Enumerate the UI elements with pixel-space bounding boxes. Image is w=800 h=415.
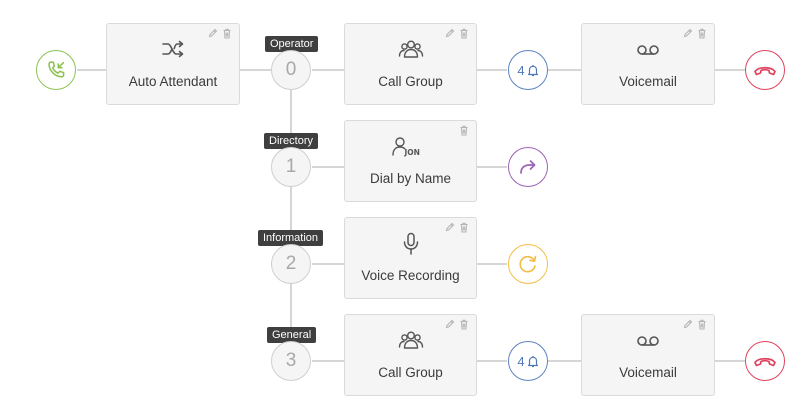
delete-icon[interactable] (697, 28, 707, 39)
node-label: Call Group (378, 365, 443, 380)
ring-count-badge[interactable]: 4 (508, 50, 548, 90)
group-icon (345, 329, 476, 351)
group-icon (345, 38, 476, 60)
hang-up-icon (745, 341, 785, 381)
voicemail-node[interactable]: Voicemail (581, 314, 715, 396)
node-label: Voice Recording (361, 268, 460, 283)
edit-icon[interactable] (445, 222, 455, 233)
delete-icon[interactable] (697, 319, 707, 330)
node-label: Call Group (378, 74, 443, 89)
bell-icon (527, 355, 539, 368)
menu-option-1[interactable]: 1 (271, 147, 311, 187)
edit-icon[interactable] (683, 319, 693, 330)
dial-by-name-icon-text: JON (403, 148, 419, 157)
dial-by-name-node[interactable]: JON Dial by Name (344, 120, 477, 202)
voicemail-node[interactable]: Voicemail (581, 23, 715, 105)
ring-count: 4 (517, 62, 525, 78)
option-tag-operator: Operator (265, 36, 319, 52)
edit-icon[interactable] (445, 319, 455, 330)
ring-count: 4 (517, 353, 525, 369)
auto-attendant-node[interactable]: Auto Attendant (106, 23, 240, 105)
edit-icon[interactable] (683, 28, 693, 39)
repeat-icon[interactable] (508, 244, 548, 284)
menu-option-0[interactable]: 0 (271, 50, 311, 90)
voice-recording-node[interactable]: Voice Recording (344, 217, 477, 299)
shuffle-icon (107, 38, 239, 60)
option-tag-general: General (267, 327, 317, 343)
node-label: Voicemail (619, 365, 677, 380)
incoming-call-icon (36, 50, 76, 90)
node-label: Auto Attendant (128, 74, 218, 89)
delete-icon[interactable] (459, 319, 469, 330)
delete-icon[interactable] (459, 28, 469, 39)
delete-icon[interactable] (459, 125, 469, 136)
voicemail-icon (582, 329, 714, 351)
call-group-node[interactable]: Call Group (344, 314, 477, 396)
bell-icon (527, 64, 539, 77)
edit-icon[interactable] (208, 28, 218, 39)
node-label: Voicemail (619, 74, 677, 89)
call-group-node[interactable]: Call Group (344, 23, 477, 105)
menu-option-3[interactable]: 3 (271, 341, 311, 381)
delete-icon[interactable] (459, 222, 469, 233)
hang-up-icon (745, 50, 785, 90)
voicemail-icon (582, 38, 714, 60)
node-label: Dial by Name (369, 171, 452, 186)
microphone-icon (345, 232, 476, 256)
option-tag-directory: Directory (264, 133, 319, 149)
delete-icon[interactable] (222, 28, 232, 39)
edit-icon[interactable] (445, 28, 455, 39)
forward-icon[interactable] (508, 147, 548, 187)
option-tag-information: Information (258, 230, 324, 246)
ring-count-badge[interactable]: 4 (508, 341, 548, 381)
dial-by-name-icon: JON (345, 135, 476, 157)
menu-option-2[interactable]: 2 (271, 244, 311, 284)
